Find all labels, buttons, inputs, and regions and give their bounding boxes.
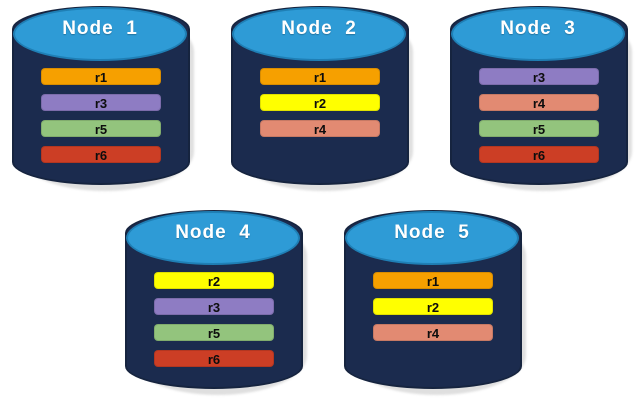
record-bar[interactable]: r5 — [41, 120, 161, 137]
record-bar[interactable]: r4 — [479, 94, 599, 111]
record-bar[interactable]: r5 — [154, 324, 274, 341]
record-bar[interactable]: r1 — [260, 68, 380, 85]
record-bar[interactable]: r3 — [479, 68, 599, 85]
record-bar[interactable]: r6 — [479, 146, 599, 163]
node-3-record-list: r3 r4 r5 r6 — [479, 68, 599, 163]
record-bar[interactable]: r6 — [154, 350, 274, 367]
node-3[interactable]: Node 3 r3 r4 r5 r6 — [450, 6, 632, 191]
record-bar[interactable]: r1 — [41, 68, 161, 85]
cylinder-top-ellipse — [126, 211, 300, 265]
node-5[interactable]: Node 5 r1 r2 r4 — [344, 210, 526, 395]
node-3-label: Node 3 — [500, 18, 576, 39]
node-4-record-list: r2 r3 r5 r6 — [154, 272, 274, 367]
record-bar[interactable]: r2 — [260, 94, 380, 111]
record-bar[interactable]: r5 — [479, 120, 599, 137]
node-4[interactable]: Node 4 r2 r3 r5 r6 — [125, 210, 307, 395]
record-bar[interactable]: r4 — [260, 120, 380, 137]
record-bar[interactable]: r1 — [373, 272, 493, 289]
node-5-record-list: r1 r2 r4 — [373, 272, 493, 341]
node-5-label: Node 5 — [394, 222, 470, 243]
record-bar[interactable]: r6 — [41, 146, 161, 163]
node-1-label: Node 1 — [62, 18, 138, 39]
record-bar[interactable]: r4 — [373, 324, 493, 341]
node-2-record-list: r1 r2 r4 — [260, 68, 380, 137]
record-bar[interactable]: r3 — [154, 298, 274, 315]
node-1-record-list: r1 r3 r5 r6 — [41, 68, 161, 163]
node-2[interactable]: Node 2 r1 r2 r4 — [231, 6, 413, 191]
record-bar[interactable]: r3 — [41, 94, 161, 111]
cylinder-top-ellipse — [345, 211, 519, 265]
node-2-label: Node 2 — [281, 18, 357, 39]
cylinder-top-ellipse — [232, 7, 406, 61]
record-bar[interactable]: r2 — [373, 298, 493, 315]
node-1[interactable]: Node 1 r1 r3 r5 r6 — [12, 6, 194, 191]
record-bar[interactable]: r2 — [154, 272, 274, 289]
cylinder-top-ellipse — [13, 7, 187, 61]
node-4-label: Node 4 — [175, 222, 251, 243]
cylinder-top-ellipse — [451, 7, 625, 61]
